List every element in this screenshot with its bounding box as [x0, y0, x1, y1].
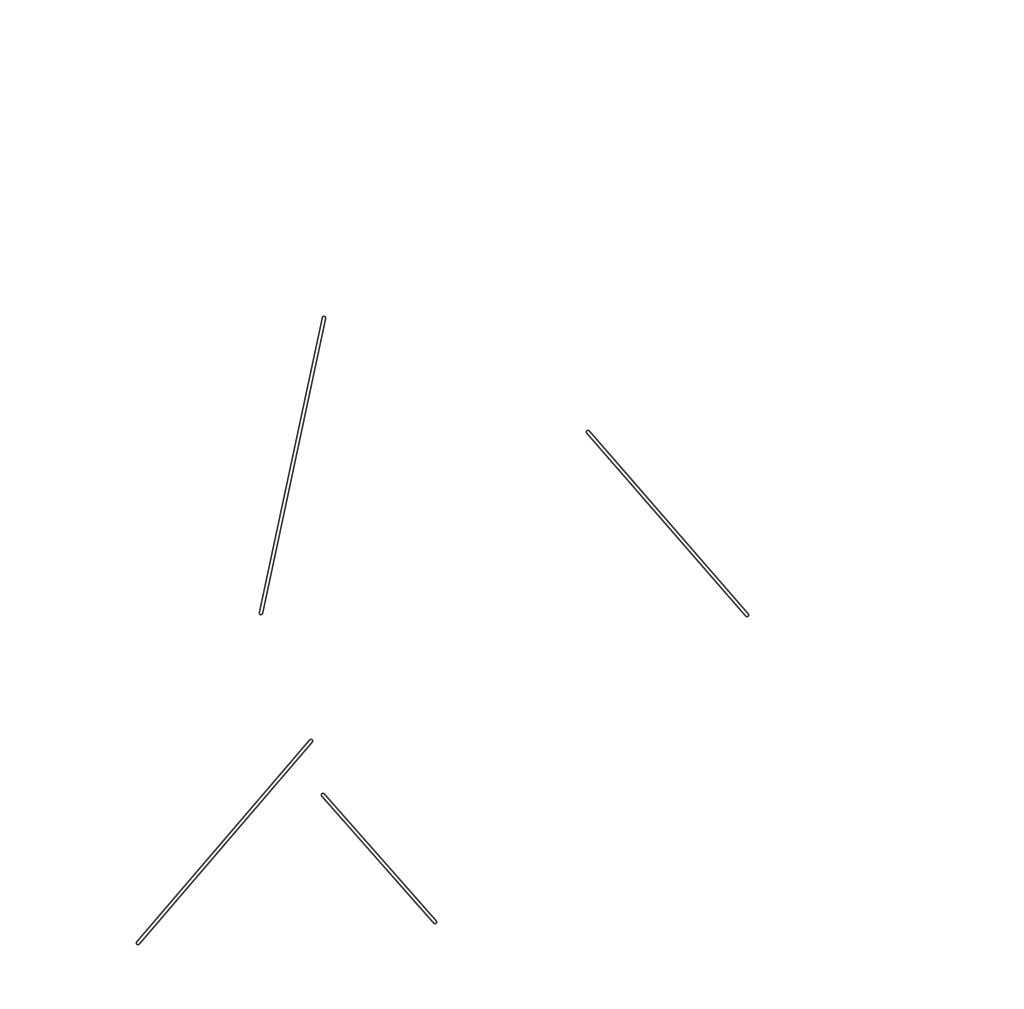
line-segment-1: [258, 315, 327, 616]
line-segment-2: [585, 429, 750, 618]
line-segment-4: [320, 792, 438, 925]
line-segment-3: [135, 738, 314, 946]
